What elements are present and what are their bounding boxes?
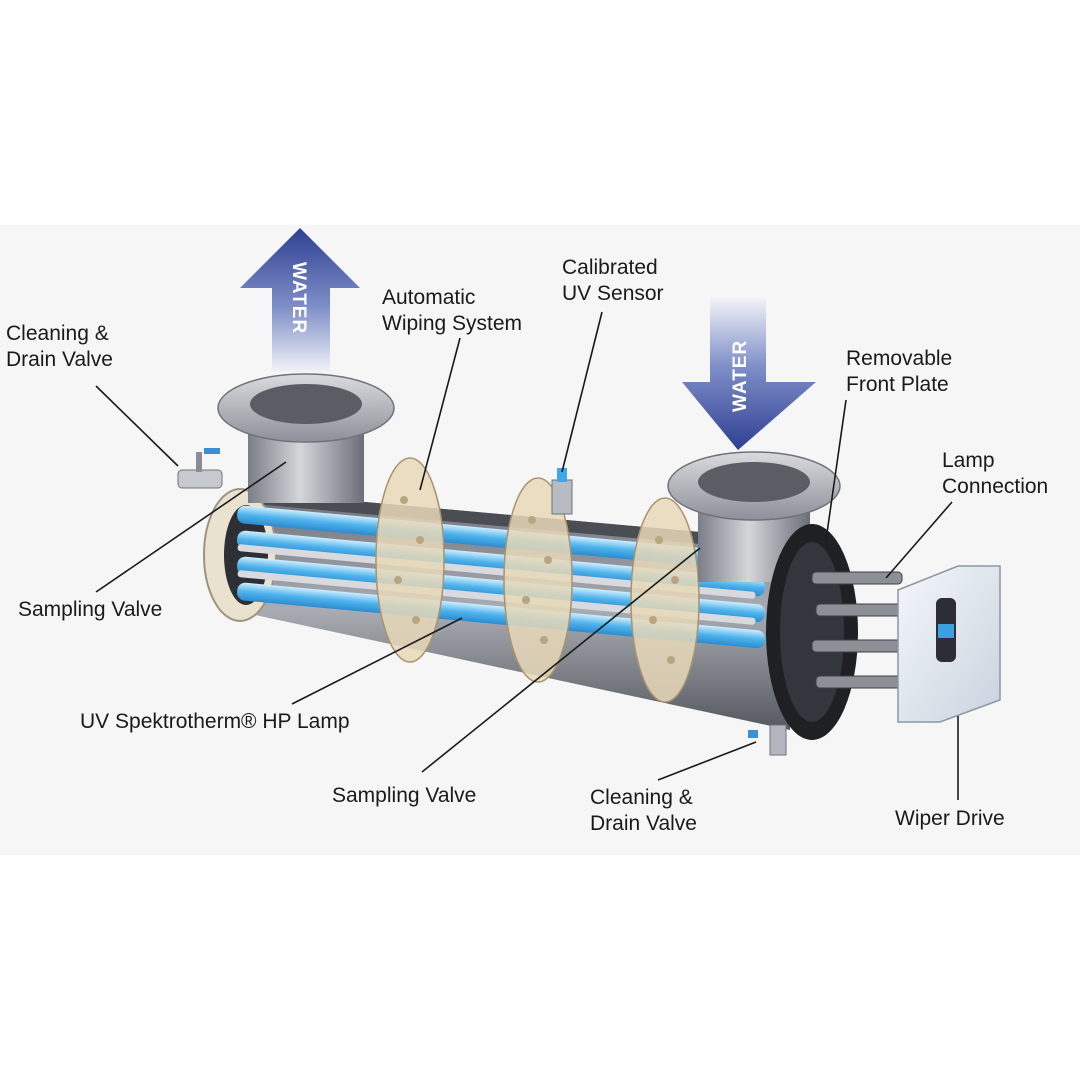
callout-automatic-wiping-system: Automatic Wiping System xyxy=(382,285,522,337)
callout-line: Wiper Drive xyxy=(895,807,1005,830)
callout-sampling-valve-left: Sampling Valve xyxy=(18,597,162,623)
callout-line: Drain Valve xyxy=(590,812,697,835)
inlet-pipe xyxy=(667,451,841,582)
water-inlet-label: WATER xyxy=(730,340,751,412)
callout-cleaning-drain-valve-bottom: Cleaning & Drain Valve xyxy=(590,785,697,837)
callout-line: Connection xyxy=(942,475,1049,498)
wiper-plate-holes xyxy=(394,496,679,664)
uv-lamps xyxy=(237,505,766,649)
callout-line: Drain Valve xyxy=(6,348,113,371)
lamp-connections xyxy=(811,571,907,689)
callout-line: Wiping System xyxy=(382,312,523,335)
callout-wiper-drive: Wiper Drive xyxy=(895,806,1005,832)
water-inlet-arrow: WATER xyxy=(682,298,816,450)
outlet-pipe xyxy=(217,373,395,503)
callout-line: Automatic xyxy=(382,286,476,309)
callout-line: Cleaning & xyxy=(6,322,109,345)
uv-sensor xyxy=(551,468,573,515)
callout-line: UV Spektrotherm® HP Lamp xyxy=(80,710,350,733)
callout-line: UV Sensor xyxy=(562,282,664,305)
callout-calibrated-uv-sensor: Calibrated UV Sensor xyxy=(562,255,664,307)
bottom-drain-valve xyxy=(748,724,787,756)
callout-sampling-valve-bottom: Sampling Valve xyxy=(332,783,476,809)
callout-line: Calibrated xyxy=(562,256,658,279)
callout-line: Sampling Valve xyxy=(18,598,163,621)
water-outlet-arrow: WATER xyxy=(240,228,360,372)
callout-leader-lines xyxy=(95,311,959,800)
callout-line: Cleaning & xyxy=(590,786,693,809)
wiper-drive-box xyxy=(897,565,1001,723)
callout-line: Sampling Valve xyxy=(332,784,477,807)
callout-removable-front-plate: Removable Front Plate xyxy=(846,346,952,398)
front-plate xyxy=(766,524,858,740)
callout-cleaning-drain-valve-left: Cleaning & Drain Valve xyxy=(6,321,113,373)
callout-line: Front Plate xyxy=(846,373,949,396)
callout-line: Removable xyxy=(846,347,953,370)
callout-lamp-connection: Lamp Connection xyxy=(942,448,1048,500)
water-outlet-label: WATER xyxy=(288,262,309,334)
callout-line: Lamp xyxy=(942,449,995,472)
callout-uv-lamp: UV Spektrotherm® HP Lamp xyxy=(80,709,350,735)
left-drain-valve xyxy=(177,448,223,489)
wiper-plates xyxy=(375,457,700,703)
